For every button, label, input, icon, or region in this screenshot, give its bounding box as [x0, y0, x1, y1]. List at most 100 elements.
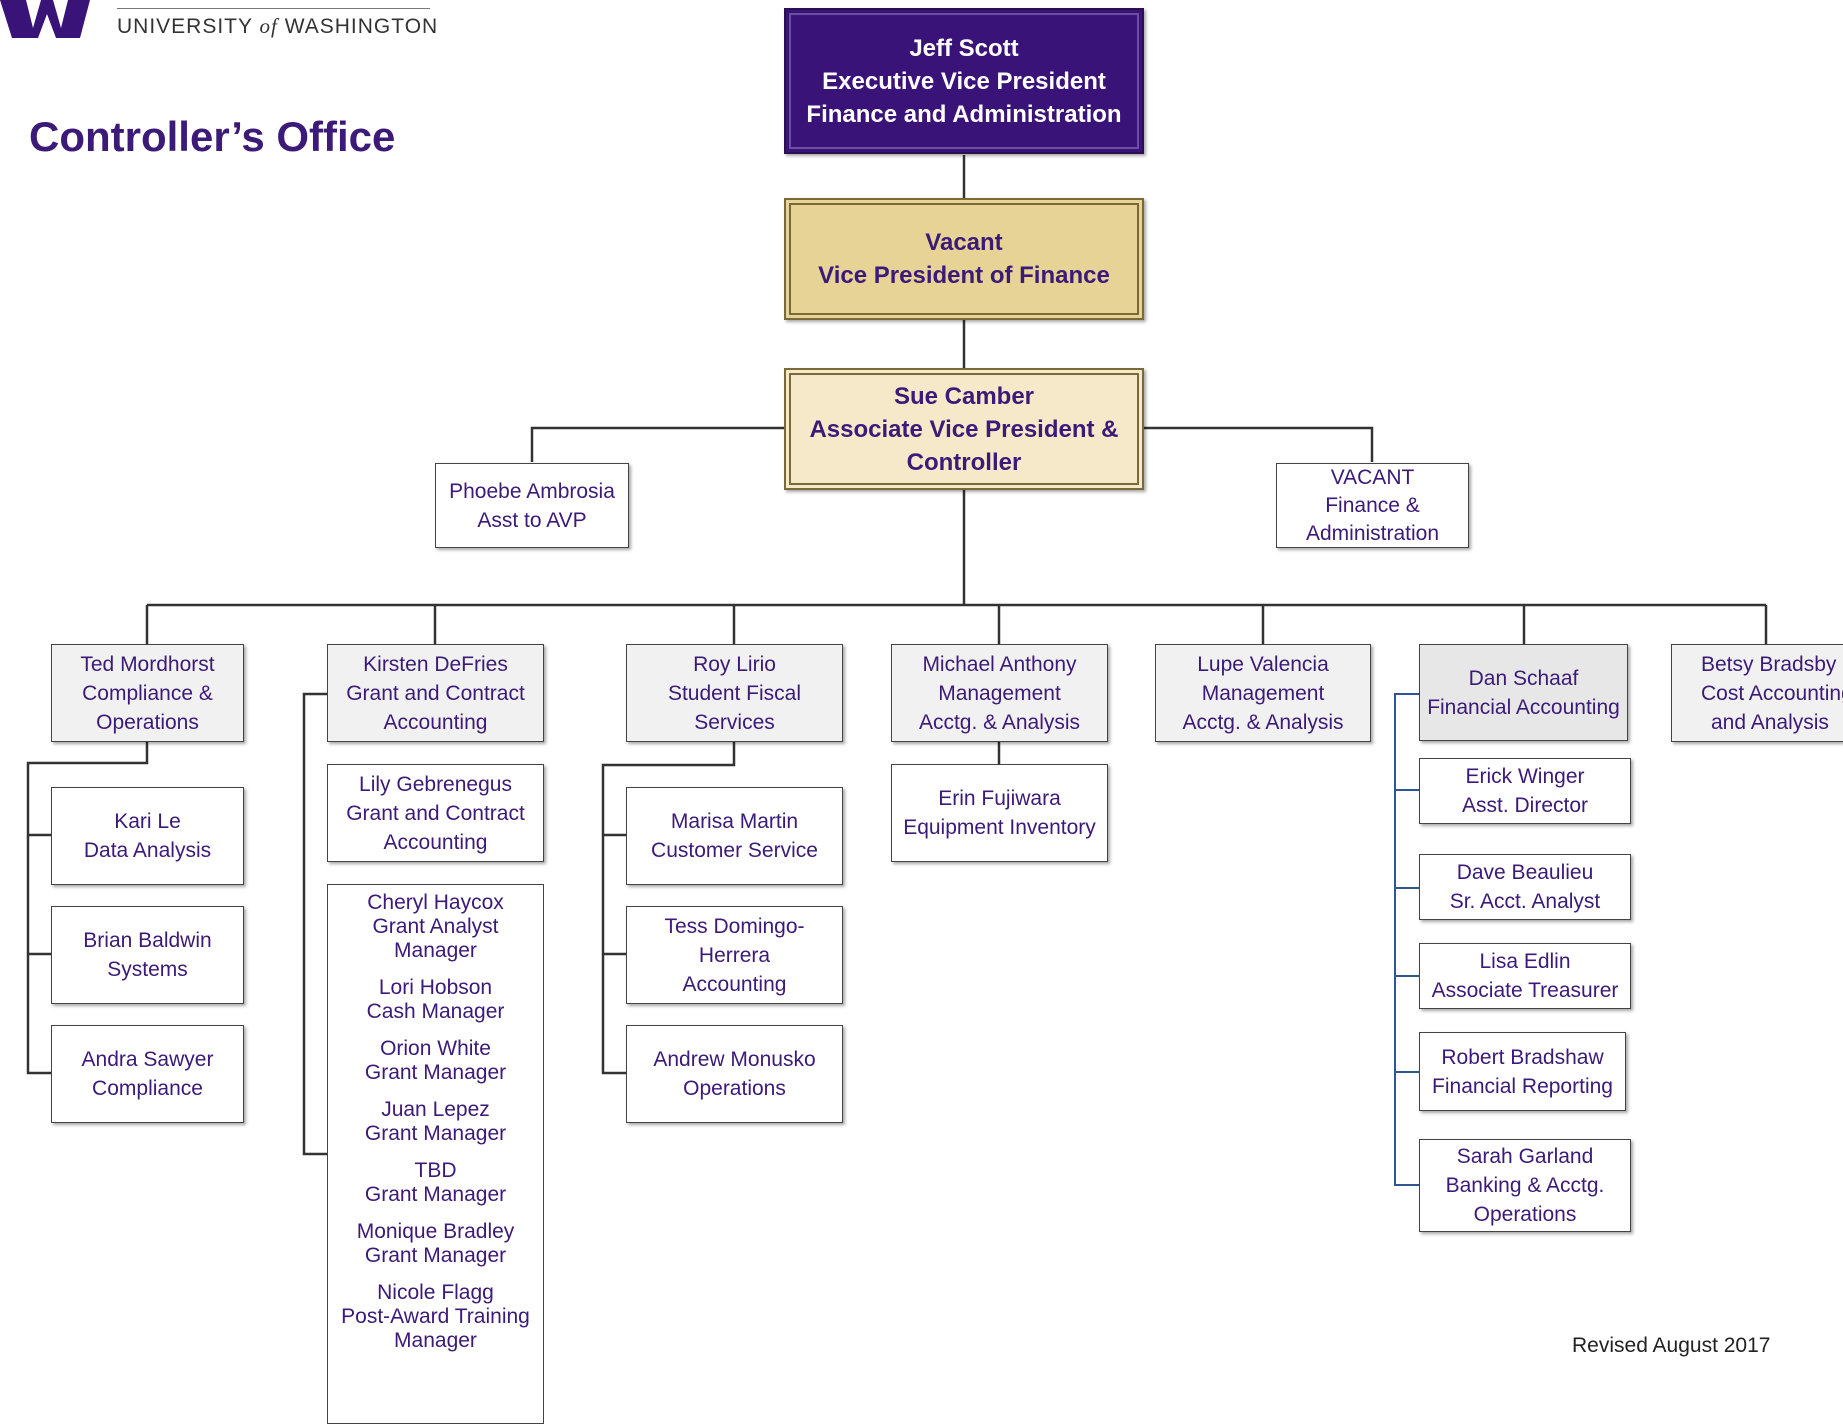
staff-role: Data Analysis [83, 839, 212, 862]
uw-logo-w-icon [0, 0, 90, 38]
staff-box: Kari Le Data Analysis [51, 787, 244, 885]
staff-name: Sarah Garland [1456, 1145, 1594, 1168]
executive-title: Executive Vice President [822, 67, 1106, 95]
department-line: Operations [96, 710, 199, 734]
department-box-financial: Dan Schaaf Financial Accounting [1419, 644, 1628, 741]
department-line: and Analysis [1711, 710, 1829, 734]
staff-name: Lily Gebrenegus [359, 772, 512, 796]
staff-role: Financial Reporting [1432, 1074, 1613, 1098]
vacant-fa-line: Administration [1305, 521, 1440, 545]
department-box-management-1: Michael Anthony Management Acctg. & Anal… [891, 644, 1108, 742]
department-box-student-fiscal: Roy Lirio Student Fiscal Services [626, 644, 843, 742]
staff-role: Grant and Contract [346, 801, 525, 825]
staff-name: Brian Baldwin [83, 929, 212, 952]
executive-subtitle: Finance and Administration [806, 100, 1122, 128]
staff-role: Compliance [92, 1077, 203, 1100]
staff-box: Andra Sawyer Compliance [51, 1025, 244, 1123]
page-title: Controller’s Office [29, 113, 396, 160]
department-line: Services [694, 710, 775, 734]
line-financial-staff [1394, 693, 1419, 1186]
staff-box: Lisa Edlin Associate Treasurer [1419, 943, 1631, 1009]
department-line: Grant and Contract [346, 681, 525, 705]
avp-title: Associate Vice President & [809, 415, 1119, 443]
department-manager: Kirsten DeFries [363, 652, 508, 676]
staff-box: Andrew Monusko Operations [626, 1025, 843, 1123]
line-student-staff [601, 742, 736, 1075]
staff-role: Herrera [698, 943, 771, 967]
department-box-grant: Kirsten DeFries Grant and Contract Accou… [327, 644, 544, 742]
department-manager: Lupe Valencia [1197, 652, 1329, 676]
department-line: Acctg. & Analysis [918, 710, 1081, 734]
staff-role: Associate Treasurer [1431, 979, 1619, 1002]
executive-box: Jeff Scott Executive Vice President Fina… [784, 8, 1144, 154]
department-line: Financial Accounting [1427, 695, 1620, 719]
assistant-name: Phoebe Ambrosia [449, 479, 615, 503]
executive-name: Jeff Scott [909, 34, 1019, 62]
vacant-fa-line: VACANT [1330, 465, 1415, 489]
staff-role: Banking & Acctg. [1445, 1174, 1605, 1197]
staff-name: Robert Bradshaw [1441, 1045, 1604, 1069]
university-wordmark: UNIVERSITY of WASHINGTON [117, 14, 439, 38]
staff-name: Marisa Martin [670, 810, 799, 833]
staff-box: Robert Bradshaw Financial Reporting [1419, 1032, 1626, 1111]
department-line: Management [938, 681, 1061, 705]
staff-name: Andra Sawyer [81, 1048, 214, 1071]
line-grant-staff [302, 692, 327, 1156]
vacant-fa-line: Finance & [1325, 493, 1420, 517]
staff-name: Dave Beaulieu [1456, 861, 1594, 884]
logo-divider [117, 8, 430, 9]
grant-lead-box: Lily Gebrenegus Grant and Contract Accou… [327, 764, 544, 862]
department-box-management-2: Lupe Valencia Management Acctg. & Analys… [1155, 644, 1371, 742]
line-avp-vacant [1142, 426, 1374, 462]
department-box-compliance: Ted Mordhorst Compliance & Operations [51, 644, 244, 742]
department-line: Accounting [383, 710, 488, 734]
staff-role: Customer Service [651, 839, 818, 862]
staff-role: Equipment Inventory [903, 816, 1096, 839]
staff-name: Tess Domingo- [664, 914, 805, 938]
avp-box: Sue Camber Associate Vice President & Co… [784, 368, 1144, 490]
staff-box: Marisa Martin Customer Service [626, 787, 843, 885]
department-box-cost: Betsy Bradsby Cost Accounting and Analys… [1671, 644, 1843, 742]
staff-box: Erin Fujiwara Equipment Inventory [891, 764, 1108, 862]
staff-role: Accounting [383, 830, 488, 854]
department-line: Compliance & [82, 681, 213, 705]
staff-role: Sr. Acct. Analyst [1449, 890, 1601, 913]
staff-role: Accounting [682, 972, 787, 996]
staff-name: Erick Winger [1465, 765, 1585, 788]
department-manager: Michael Anthony [922, 652, 1077, 676]
staff-role: Systems [107, 958, 188, 981]
line-compliance-staff [26, 742, 149, 1075]
staff-name: Kari Le [114, 810, 181, 833]
department-line: Student Fiscal [667, 681, 802, 705]
department-line: Cost Accounting [1701, 681, 1843, 705]
staff-name: Erin Fujiwara [938, 787, 1061, 810]
vp-box: Vacant Vice President of Finance [784, 198, 1144, 320]
assistant-title: Asst to AVP [477, 508, 587, 532]
revision-note: Revised August 2017 [1572, 1334, 1771, 1357]
line-avp-assistant [530, 426, 787, 462]
department-manager: Ted Mordhorst [80, 652, 215, 676]
department-manager: Dan Schaaf [1468, 666, 1579, 690]
staff-box: Brian Baldwin Systems [51, 906, 244, 1004]
vp-name: Vacant [925, 229, 1003, 256]
vacant-fa-box: VACANT Finance & Administration [1276, 463, 1469, 548]
avp-name: Sue Camber [893, 382, 1035, 410]
staff-role: Asst. Director [1461, 794, 1589, 817]
staff-role: Operations [1473, 1203, 1577, 1226]
avp-subtitle: Controller [906, 448, 1022, 476]
department-line: Management [1201, 681, 1325, 705]
staff-box: Tess Domingo- Herrera Accounting [626, 906, 843, 1004]
department-line: Acctg. & Analysis [1182, 710, 1344, 734]
vp-title: Vice President of Finance [818, 262, 1110, 289]
staff-box: Dave Beaulieu Sr. Acct. Analyst [1419, 854, 1631, 920]
department-manager: Roy Lirio [693, 652, 776, 676]
